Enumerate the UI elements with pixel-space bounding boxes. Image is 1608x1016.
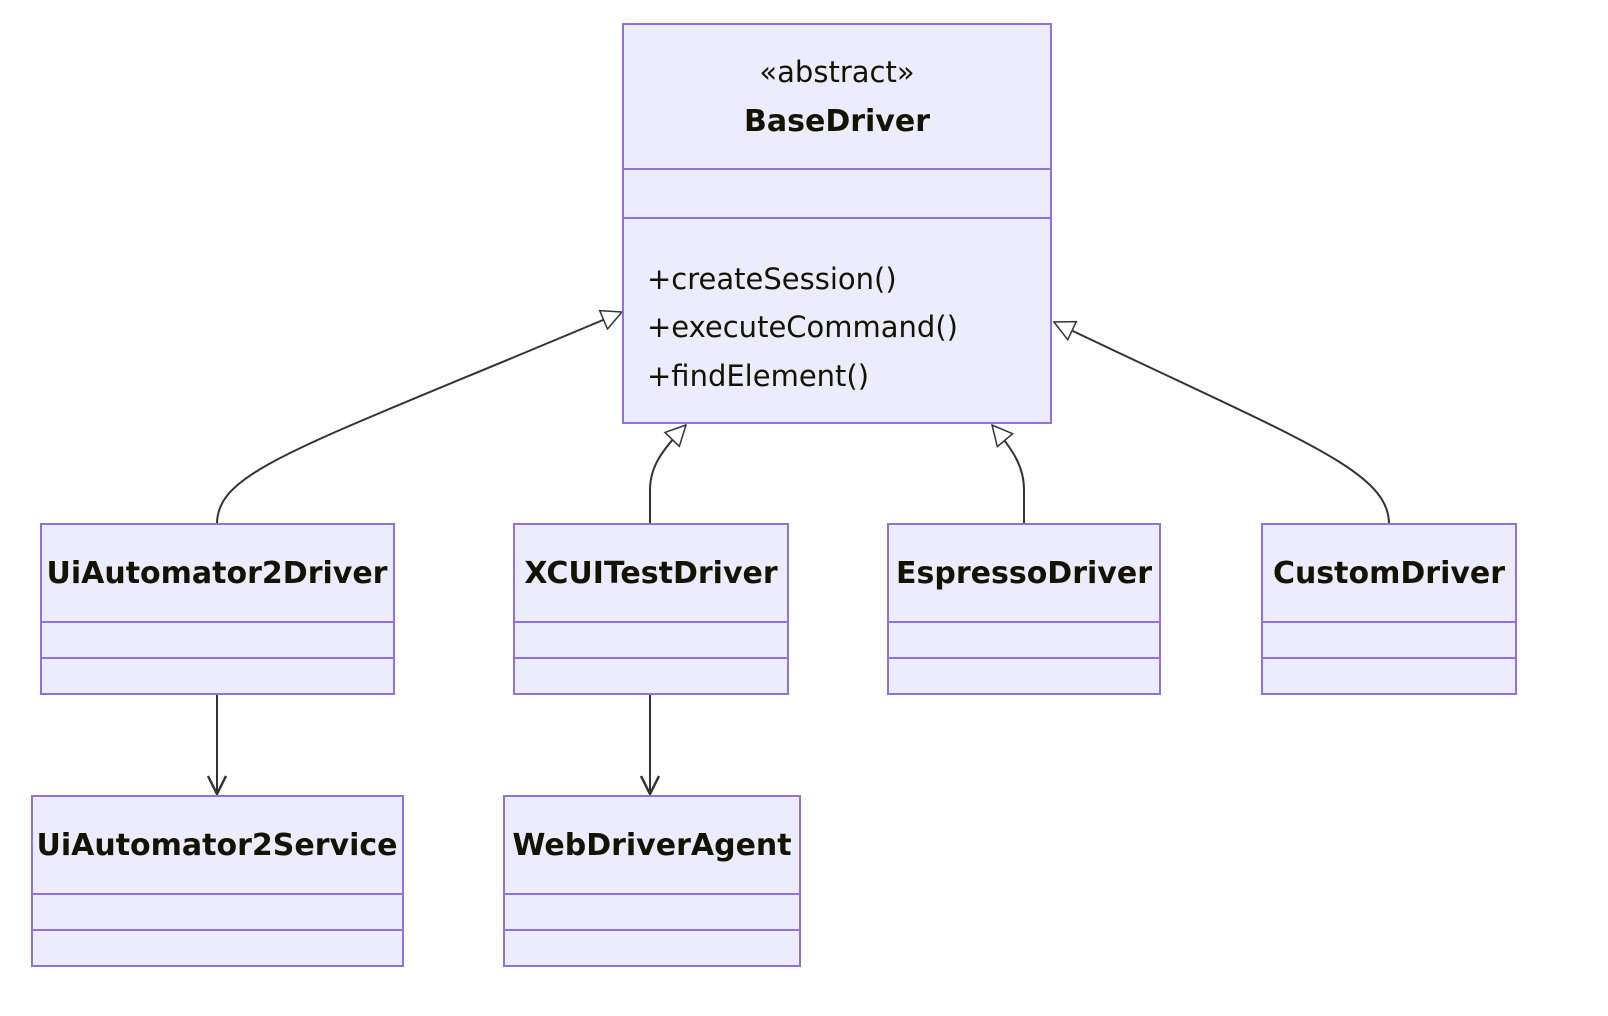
class-name-xcuitestdriver: XCUITestDriver [524,556,778,591]
class-espressodriver: EspressoDriver [887,523,1161,695]
class-uiautomator2service: UiAutomator2Service [31,795,404,967]
class-name-uiautomator2service: UiAutomator2Service [36,828,397,863]
edge-custom-to-base [1054,322,1390,525]
class-uiautomator2driver: UiAutomator2Driver [40,523,395,695]
method-create-session: +createSession() [647,262,897,296]
method-execute-command: +executeCommand() [647,310,958,344]
class-xcuitestdriver: XCUITestDriver [513,523,789,695]
edge-xcuitest-to-base [649,425,686,524]
stereotype-label: «abstract» [759,55,914,89]
method-find-element: +findElement() [647,359,869,393]
edge-espresso-to-base [992,425,1025,524]
class-webdriveragent: WebDriverAgent [503,795,801,967]
class-name-uiautomator2driver: UiAutomator2Driver [47,556,388,591]
edge-uiautomator2-to-base [216,312,622,525]
class-basedriver: «abstract» BaseDriver +createSession() +… [622,23,1052,424]
class-name-webdriveragent: WebDriverAgent [512,828,791,863]
class-name-basedriver: BaseDriver [744,104,930,139]
class-name-espressodriver: EspressoDriver [896,556,1152,591]
class-name-customdriver: CustomDriver [1273,556,1505,591]
class-customdriver: CustomDriver [1261,523,1517,695]
